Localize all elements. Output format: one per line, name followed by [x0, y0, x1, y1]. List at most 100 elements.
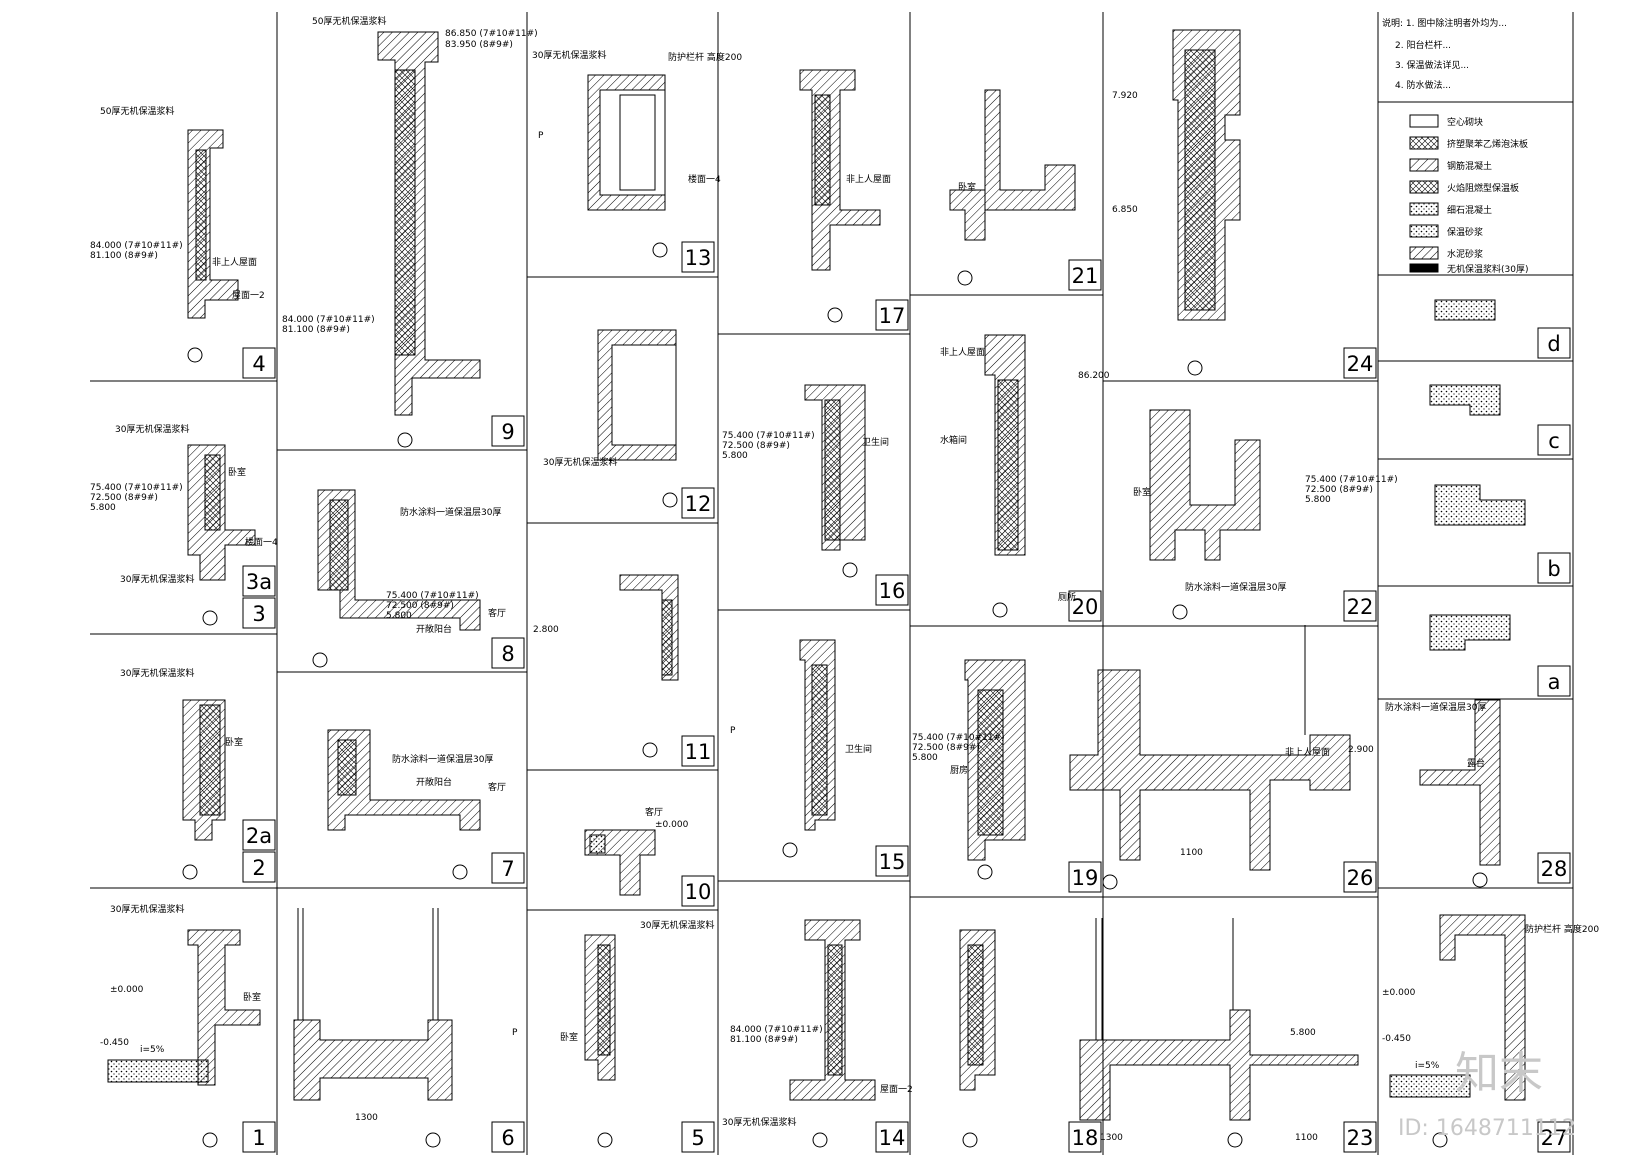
- detail-number: 20: [1072, 595, 1099, 619]
- detail-numbers: 4 9 13 17 21 24 d 3a 3 12 16 20 22 c b 8…: [246, 246, 1567, 1150]
- detail-number: 8: [501, 642, 514, 666]
- watermark-brand: 知末: [1455, 1048, 1543, 1099]
- label-slope-27: i=5%: [1415, 1061, 1440, 1071]
- label-floor4: 楼面一4: [245, 536, 278, 548]
- detail-number: 24: [1347, 352, 1374, 376]
- detail-number: 14: [879, 1126, 906, 1150]
- label-elev9: -0.450: [100, 1038, 129, 1048]
- label-top50: 50厚无机保温浆料: [100, 105, 174, 117]
- detail-number: 5: [691, 1126, 704, 1150]
- label-w30-5: 30厚无机保温浆料: [640, 919, 714, 931]
- label-dim-1300-23: 1300: [1100, 1133, 1123, 1143]
- label-elev6-19: 72.500 (8#9#): [912, 743, 980, 753]
- label-elev4-9: 81.100 (8#9#): [282, 325, 350, 335]
- label-elev7-19: 5.800: [912, 753, 938, 763]
- detail-number: c: [1548, 429, 1560, 453]
- detail-number: d: [1547, 332, 1560, 356]
- legend: 说明: 1. 图中除注明者外均为... 2. 阳台栏杆... 3. 保温做法详见…: [1382, 17, 1528, 275]
- label-p: P: [538, 131, 544, 141]
- label-elev5: 75.400 (7#10#11#): [90, 483, 183, 493]
- legend-item: 无机保温浆料(30厚): [1447, 263, 1528, 275]
- label-room2-7: 客厅: [488, 781, 506, 793]
- legend-note: 4. 防水做法...: [1395, 79, 1451, 91]
- detail-number: 11: [685, 740, 712, 764]
- label-room3: 厨房: [950, 764, 968, 776]
- legend-item: 保温砂浆: [1447, 226, 1483, 238]
- label-room1-21: 卧室: [958, 181, 976, 193]
- label-open: 开敞阳台: [416, 623, 452, 635]
- label-elev10: 7.920: [1112, 91, 1138, 101]
- detail-number: 13: [685, 246, 712, 270]
- label-elev6: 72.500 (8#9#): [90, 493, 158, 503]
- label-elev8-10: ±0.000: [655, 820, 689, 830]
- label-w30-14: 30厚无机保温浆料: [722, 1116, 796, 1128]
- label-floor2-14: 屋面一2: [880, 1084, 913, 1095]
- label-elev7-23: 5.800: [1290, 1028, 1316, 1038]
- detail-number: 12: [685, 492, 712, 516]
- detail-number: 2: [252, 856, 265, 880]
- label-elev7-8: 5.800: [386, 611, 412, 621]
- detail-number: 16: [879, 579, 906, 603]
- label-top50-9: 50厚无机保温浆料: [312, 15, 386, 27]
- label-open-7: 开敞阳台: [416, 776, 452, 788]
- detail-number: 23: [1347, 1126, 1374, 1150]
- annotation-labels: 50厚无机保温浆料 50厚无机保温浆料 86.850 (7#10#11#) 8 3…: [90, 15, 1599, 1143]
- detail-number-boxes: [242, 241, 1571, 1153]
- label-room1-1: 卧室: [243, 991, 261, 1003]
- legend-item: 钢筋混凝土: [1447, 160, 1492, 172]
- label-elev8-27: ±0.000: [1382, 988, 1416, 998]
- detail-number: 26: [1347, 866, 1374, 890]
- label-rail-27: 防护栏杆 高度200: [1525, 923, 1599, 935]
- label-dim-1100-23: 1100: [1295, 1133, 1318, 1143]
- label-elev3: 84.000 (7#10#11#): [90, 241, 183, 251]
- detail-number: 6: [501, 1126, 514, 1150]
- label-room1-5: 卧室: [560, 1031, 578, 1043]
- label-room4: 卫生间: [862, 436, 889, 448]
- label-elev6-8: 72.500 (8#9#): [386, 601, 454, 611]
- label-room6: 厕所: [1058, 592, 1076, 603]
- label-elev1: 86.850 (7#10#11#): [445, 29, 538, 39]
- label-p-15: P: [730, 726, 736, 736]
- label-room1: 卧室: [228, 466, 246, 478]
- label-slope: i=5%: [140, 1045, 165, 1055]
- label-elev14: 86.200: [1078, 371, 1110, 381]
- label-anti-28: 防水涂料一道保温层30厚: [1385, 701, 1486, 713]
- detail-number: 15: [879, 850, 906, 874]
- section-drawings: [107, 29, 1526, 1121]
- legend-note: 说明: 1. 图中除注明者外均为...: [1382, 17, 1507, 29]
- detail-number: 27: [1541, 1126, 1568, 1150]
- legend-item: 水泥砂浆: [1447, 248, 1483, 260]
- label-room2: 客厅: [488, 607, 506, 619]
- label-room2-10: 客厅: [645, 806, 663, 818]
- label-p-6: P: [512, 1028, 518, 1038]
- label-floor2: 屋面一2: [232, 290, 265, 301]
- legend-item: 火焰阻燃型保温板: [1447, 182, 1519, 194]
- watermark-id: ID: 1648711112: [1398, 1116, 1576, 1141]
- legend-note: 2. 阳台栏杆...: [1395, 39, 1451, 51]
- callout-circles: [182, 242, 1488, 1148]
- label-floor4-13: 楼面一4: [688, 173, 721, 185]
- label-elev3-14: 84.000 (7#10#11#): [730, 1025, 823, 1035]
- label-elev7: 5.800: [90, 503, 116, 513]
- label-anti: 防水涂料一道保温层30厚: [400, 506, 501, 518]
- detail-number: 17: [879, 304, 906, 328]
- label-room4-15: 卫生间: [845, 743, 872, 755]
- label-elev5-22: 75.400 (7#10#11#): [1305, 475, 1398, 485]
- label-elev4: 81.100 (8#9#): [90, 251, 158, 261]
- label-w30-2: 30厚无机保温浆料: [120, 667, 194, 679]
- detail-number: 3: [252, 602, 265, 626]
- label-elev6-16: 72.500 (8#9#): [722, 441, 790, 451]
- label-elev9-27: -0.450: [1382, 1034, 1411, 1044]
- label-elev3-9: 84.000 (7#10#11#): [282, 315, 375, 325]
- label-elev11: 6.850: [1112, 205, 1138, 215]
- label-w30-13: 30厚无机保温浆料: [532, 49, 606, 61]
- label-roof-20: 非上人屋面: [940, 346, 985, 358]
- label-dim-1100: 1100: [1180, 848, 1203, 858]
- label-elev5-19: 75.400 (7#10#11#): [912, 733, 1005, 743]
- detail-number: 10: [685, 880, 712, 904]
- label-room1-22: 卧室: [1133, 486, 1151, 498]
- label-w30-12: 30厚无机保温浆料: [543, 456, 617, 468]
- label-room5: 露台: [1467, 757, 1485, 769]
- label-roof-17: 非上人屋面: [846, 173, 891, 185]
